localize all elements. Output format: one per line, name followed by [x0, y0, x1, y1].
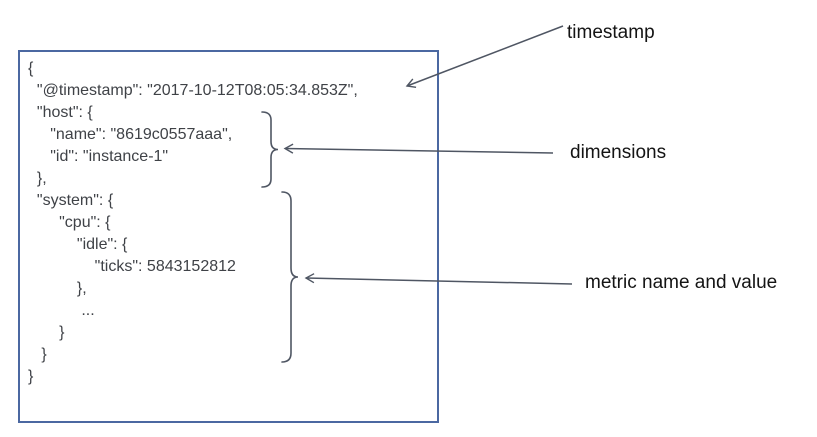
code-line-host-id: "id": "instance-1" [28, 148, 169, 165]
code-line-host-name: "name": "8619c0557aaa", [28, 126, 233, 143]
json-document-box [18, 50, 439, 423]
json-code-block: { "@timestamp": "2017-10-12T08:05:34.853… [28, 58, 358, 388]
code-line-timestamp: "@timestamp": "2017-10-12T08:05:34.853Z"… [28, 82, 358, 99]
code-line: } [28, 368, 34, 385]
dimensions-label: dimensions [570, 142, 667, 163]
code-line: } [28, 324, 65, 341]
code-line: { [28, 60, 34, 77]
code-line-system: "system": { [28, 192, 114, 209]
metric-name-and-value-label: metric name and value [585, 272, 778, 293]
code-line-cpu: "cpu": { [28, 214, 111, 231]
code-line: } [28, 346, 47, 363]
code-line: }, [28, 280, 87, 297]
code-line-ticks: "ticks": 5843152812 [28, 258, 236, 275]
code-line-host: "host": { [28, 104, 93, 121]
code-line-idle: "idle": { [28, 236, 128, 253]
timestamp-label: timestamp [567, 22, 655, 43]
code-line: }, [28, 170, 47, 187]
code-line-ellipsis: ... [28, 302, 95, 319]
